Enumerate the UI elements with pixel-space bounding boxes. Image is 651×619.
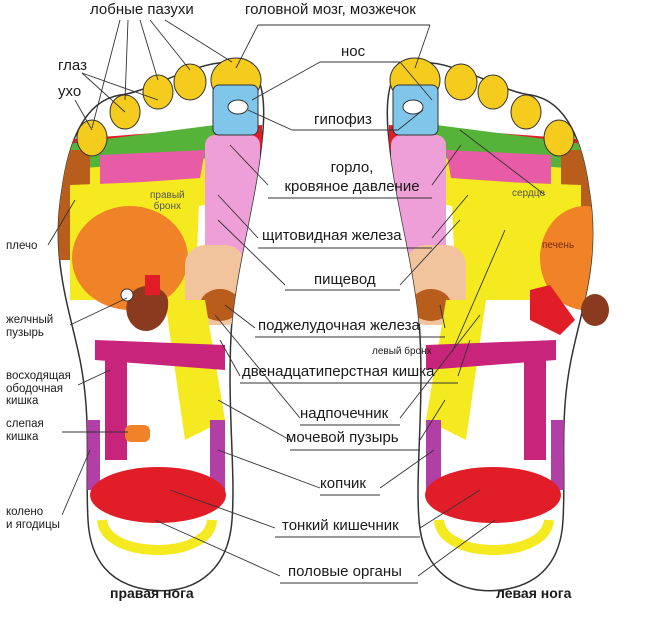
right-gallbladder-white [120,288,134,302]
right-knee-violet [85,420,100,490]
right-toe-3 [142,74,174,110]
label-ascending-colon: восходящая ободочная кишка [6,370,71,408]
label-throat-line2: кровяное давление [284,177,420,195]
right-cecum [125,425,150,442]
right-bladder-yellow [165,300,225,440]
right-colon-magenta [95,340,225,370]
label-knee: колено и ягодицы [6,506,60,531]
label-sinuses: лобные пазухи [90,1,194,18]
label-cecum-line1: слепая [6,418,44,430]
left-genitals-arc [434,518,554,555]
left-toe-4 [510,94,542,130]
label-coccyx: копчик [320,475,366,492]
label-ascending-colon-line2: ободочная [6,382,63,395]
right-liver-red [145,275,160,295]
left-band-green [436,125,591,175]
right-ascending-colon [105,355,127,460]
label-right-bronchus: правый бронх [150,190,185,212]
label-brain: головной мозг, мозжечок [245,1,416,18]
right-gallbladder [126,285,169,331]
left-spleen-brown [581,294,609,326]
right-toe-5 [76,119,108,157]
label-duodenum: двенадцатиперстная кишка [242,363,435,380]
label-left-foot: левая нога [496,585,572,601]
left-knee-violet [551,420,566,490]
label-left-bronchus: левый бронх [372,346,432,357]
label-thyroid: щитовидная железа [262,227,402,244]
right-pituitary-dot [227,99,249,115]
left-band-pink [446,150,551,185]
label-rules [240,24,458,584]
label-throat: горло, кровяное давление [262,159,442,195]
label-gallbladder: желчный пузырь [6,314,53,339]
label-throat-line1: горло, [330,159,374,176]
left-coccyx-violet [426,420,441,490]
right-coccyx-violet [210,420,225,490]
left-small-intestine-red [425,467,561,523]
right-band-pink [100,150,205,185]
left-bladder-yellow [426,300,486,440]
label-small-intestine: тонкий кишечник [282,517,399,534]
right-genitals-arc [97,518,217,555]
label-right-foot: правая нога [110,585,194,601]
right-small-intestine-red [90,467,226,523]
right-pancreas [200,289,240,321]
label-ascending-colon-line1: восходящая [6,370,71,382]
left-foot [386,57,609,592]
right-toe-2 [173,63,207,101]
label-liver: печень [542,240,575,251]
label-knee-line1: колено [6,506,44,518]
label-knee-line2: и ягодицы [6,518,60,531]
left-pituitary-dot [402,99,424,115]
label-eye: глаз [58,57,87,74]
right-foot [57,57,265,592]
label-right-bronchus-line2: бронх [153,201,181,212]
right-brain-column [205,135,260,255]
left-brain-column [391,135,446,255]
label-ascending-colon-line3: кишка [6,395,39,408]
left-heart-orange [540,206,593,310]
label-cecum-line2: кишка [6,430,39,443]
label-shoulder: плечо [6,240,38,252]
left-toe-3 [477,74,509,110]
left-descending-colon [524,355,546,460]
left-pancreas [411,289,451,321]
left-toe-2 [444,63,478,101]
leader-lines [47,19,546,577]
label-gallbladder-line1: желчный [6,314,54,326]
right-band-green [60,125,215,175]
label-esophagus: пищевод [314,271,376,288]
label-bladder: мочевой пузырь [286,429,399,446]
label-pituitary: гипофиз [314,111,372,128]
label-pancreas: поджелудочная железа [258,317,420,334]
label-genitals: половые органы [288,563,402,580]
label-gallbladder-line2: пузырь [6,326,44,339]
label-right-bronchus-line1: правый [150,190,185,201]
label-cecum: слепая кишка [6,418,44,443]
left-colon-magenta [426,340,556,370]
left-toe-5 [543,119,575,157]
label-adrenal: надпочечник [300,405,389,422]
left-red-organ [530,285,575,335]
label-nose: нос [341,43,366,60]
label-ear: ухо [58,83,82,100]
label-heart: сердце [512,188,545,199]
